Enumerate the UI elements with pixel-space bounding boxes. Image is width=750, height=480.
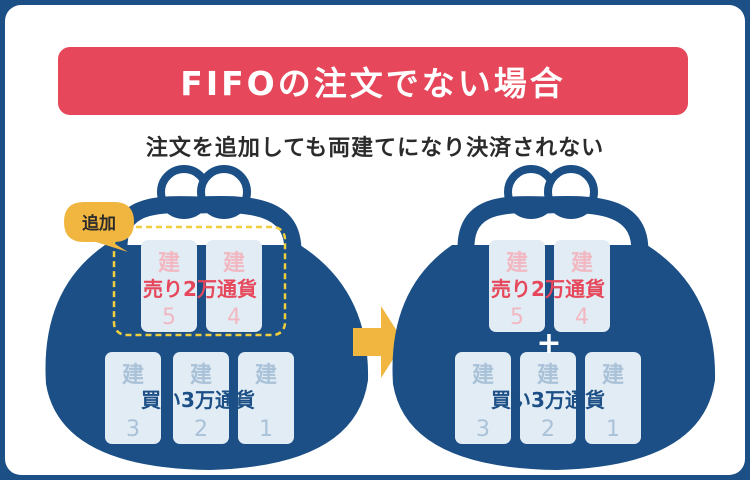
buy-label-before: 買い3万通貨 [141,388,255,412]
card-number: 4 [575,305,589,330]
card-number: 4 [227,305,241,330]
position-card [554,240,610,332]
sell-before-card-5: 建5 [141,240,197,332]
card-char: 建 [506,251,528,276]
plus-sign: + [536,326,561,361]
buy-after-card-2: 建2 [520,352,576,444]
card-char: 建 [537,363,559,388]
sell-after-card-5: 建5 [489,240,545,332]
position-card [173,352,229,444]
added-tag: 追加 [64,202,134,252]
card-number: 2 [194,417,208,442]
card-number: 5 [510,305,524,330]
card-number: 3 [126,417,140,442]
sell-after-card-4: 建4 [554,240,610,332]
title-banner: FIFOの注文でない場合 [58,47,688,115]
sell-before-card-4: 建4 [206,240,262,332]
position-card [105,352,161,444]
buy-after-card-3: 建3 [455,352,511,444]
card-number: 2 [541,417,555,442]
purse-frame [457,196,649,264]
buy-before-card-3: 建3 [105,352,161,444]
card-number: 1 [606,417,620,442]
position-card [455,352,511,444]
position-card [141,240,197,332]
card-char: 建 [122,363,144,388]
buy-before-card-1: 建1 [238,352,294,444]
card-char: 建 [472,363,494,388]
card-number: 1 [259,417,273,442]
card-char: 建 [255,363,277,388]
added-tag-label: 追加 [82,213,116,234]
buy-before-card-2: 建2 [173,352,229,444]
position-card [206,240,262,332]
position-card [238,352,294,444]
page-title: FIFOの注文でない場合 [180,64,566,103]
position-card [520,352,576,444]
right-arrow-icon [353,306,404,378]
buy-after-card-1: 建1 [585,352,641,444]
position-card [489,240,545,332]
sell-label-before: 売り2万通貨 [143,277,257,301]
card-char: 建 [190,363,212,388]
card-char: 建 [571,251,593,276]
position-card [585,352,641,444]
card-number: 3 [476,417,490,442]
added-order-outline [112,225,287,337]
card-char: 建 [158,251,180,276]
card-char: 建 [602,363,624,388]
subtitle: 注文を追加しても両建てになり決済されない [145,136,605,161]
sell-label-after: 売り2万通貨 [491,277,605,301]
card-char: 建 [223,251,245,276]
card-number: 5 [162,305,176,330]
buy-label-after: 買い3万通貨 [491,388,605,412]
